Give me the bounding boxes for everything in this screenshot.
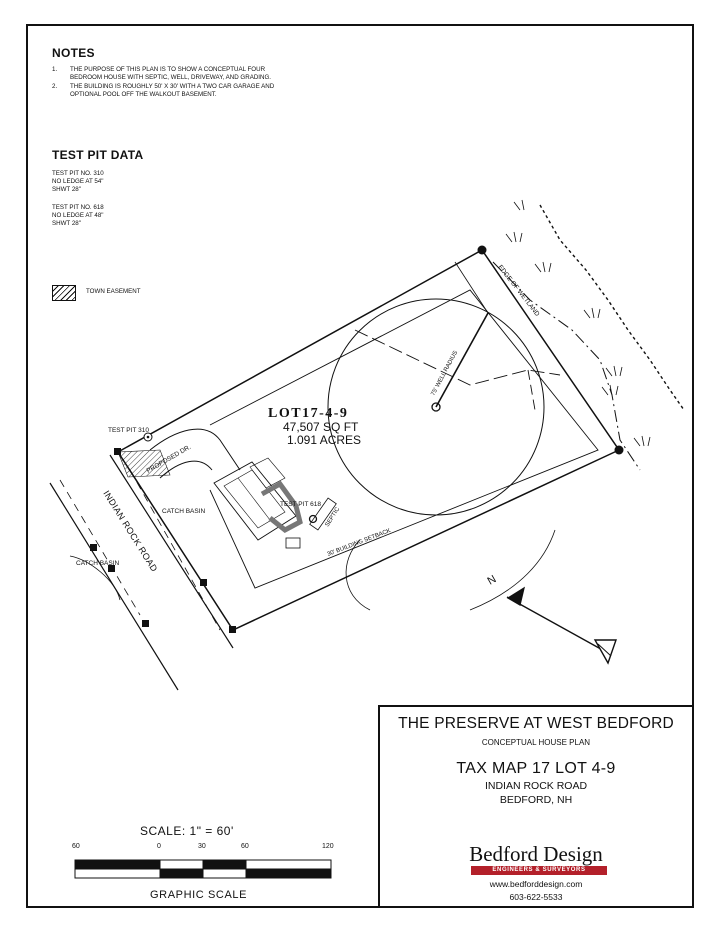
septic-field-icon xyxy=(309,497,337,531)
notes-list: 1.THE PURPOSE OF THIS PLAN IS TO SHOW A … xyxy=(52,66,292,100)
boundary-marker xyxy=(90,544,97,551)
boundary-marker xyxy=(108,565,115,572)
catch-basin-label: CATCH BASIN xyxy=(162,508,206,515)
firm-phone: 603-622-5533 xyxy=(509,892,563,902)
catch-basin-label: CATCH BASIN xyxy=(76,560,120,567)
drawing-frame xyxy=(26,24,694,908)
lot-corner-marker xyxy=(614,445,624,455)
notes-title: NOTES xyxy=(52,46,95,60)
road-label: INDIAN ROCK ROAD xyxy=(484,780,588,792)
boundary-marker xyxy=(200,579,207,586)
graphic-scale-bar xyxy=(74,859,332,879)
town-easement-hatch-icon xyxy=(52,285,76,301)
test-pit-entry: TEST PIT NO. 310 NO LEDGE AT 54" SHWT 28… xyxy=(52,170,104,193)
scale-tick: 60 xyxy=(241,843,249,850)
scale-label: SCALE: 1" = 60' xyxy=(140,824,234,838)
well-icon xyxy=(431,402,441,412)
boundary-marker xyxy=(114,448,121,455)
legend-label: TOWN EASEMENT xyxy=(86,288,141,295)
scale-tick: 30 xyxy=(198,843,206,850)
tax-map-label: TAX MAP 17 LOT 4-9 xyxy=(456,760,616,777)
building-setback-line xyxy=(209,289,599,589)
graphic-scale-label: GRAPHIC SCALE xyxy=(150,889,248,901)
scale-tick: 60 xyxy=(72,843,80,850)
test-pit-618-label: TEST PIT 618 xyxy=(280,501,321,508)
lot-area-sqft: 47,507 SQ FT xyxy=(283,420,359,434)
edge-of-wetland-label: EDGE OF WETLAND xyxy=(496,264,540,318)
lot-label: LOT17-4-9 xyxy=(268,406,348,421)
septic-leach xyxy=(260,480,303,533)
building-setback-label: 30' BUILDING SETBACK xyxy=(327,528,392,558)
test-pit-310-label: TEST PIT 310 xyxy=(108,427,149,434)
test-pit-title: TEST PIT DATA xyxy=(52,148,144,162)
scale-tick: 120 xyxy=(322,843,334,850)
note-item: 2.THE BUILDING IS ROUGHLY 50' X 30' WITH… xyxy=(52,83,275,98)
firm-website[interactable]: www.bedforddesign.com xyxy=(489,879,583,889)
test-pit-entry: TEST PIT NO. 618 NO LEDGE AT 48" SHWT 28… xyxy=(52,204,104,227)
boundary-marker xyxy=(142,620,149,627)
firm-logo-bar xyxy=(471,866,607,875)
road-edge xyxy=(109,454,234,649)
lot-area-acres: 1.091 ACRES xyxy=(287,433,361,447)
project-title: THE PRESERVE AT WEST BEDFORD xyxy=(398,715,674,732)
proposed-driveway xyxy=(149,428,241,471)
note-item: 1.THE PURPOSE OF THIS PLAN IS TO SHOW A … xyxy=(52,66,272,81)
town-label: BEDFORD, NH xyxy=(499,794,573,806)
lot-boundary xyxy=(116,249,621,631)
well-radius-circle xyxy=(327,298,545,516)
firm-logo-name: Bedford Design xyxy=(469,842,603,866)
septic-tank xyxy=(285,537,301,549)
north-label: N xyxy=(486,573,499,587)
wetland-edge xyxy=(492,261,641,471)
project-subtitle: CONCEPTUAL HOUSE PLAN xyxy=(481,738,591,747)
lot-corner-marker xyxy=(477,245,487,255)
north-arrow xyxy=(506,596,609,654)
firm-tagline: ENGINEERS & SURVEYORS xyxy=(492,867,586,873)
boundary-marker xyxy=(229,626,236,633)
scale-tick: 0 xyxy=(157,843,161,850)
title-block xyxy=(378,705,694,908)
